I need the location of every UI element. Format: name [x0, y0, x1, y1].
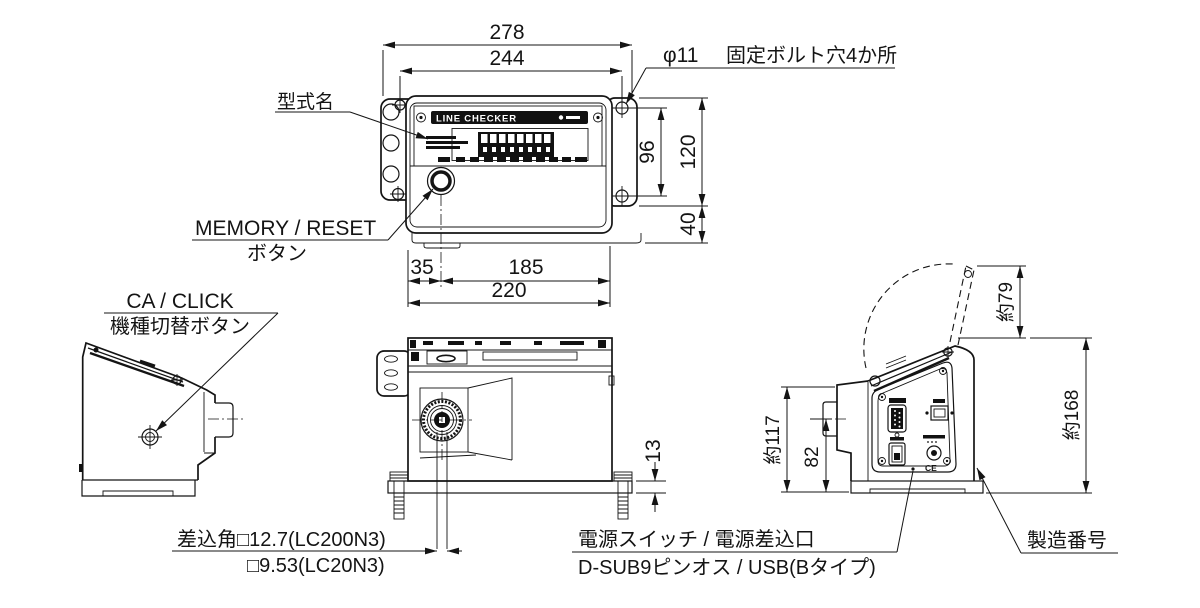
square-drive-callout: 差込角□12.7(LC200N3) □9.53(LC20N3) [172, 432, 462, 577]
dim-base-height: 13 [636, 439, 666, 512]
left-side-view: CA / CLICK 機種切替ボタン [79, 290, 279, 497]
drive-size-line1-text: 差込角□12.7(LC200N3) [177, 528, 386, 551]
memory-reset-button [426, 166, 456, 196]
dim-bolt-span-height: 96 [632, 107, 667, 197]
dim-back-height: 約117 [762, 386, 849, 493]
mounting-bolt-right [613, 471, 633, 520]
usb-b-port [925, 399, 954, 421]
dim-cover-open: 約79 [958, 265, 1026, 339]
open-cover-dashed [949, 265, 975, 346]
dim-96-text: 96 [636, 140, 659, 163]
bolt-hole-bottom-right [612, 186, 632, 206]
dim-244-text: 244 [489, 47, 524, 70]
bolt-dia-text: φ11 [663, 44, 698, 67]
dim-82-text: 82 [802, 446, 823, 467]
ce-mark-text: CE [925, 463, 937, 473]
memory-reset-text: MEMORY / RESET [195, 217, 376, 240]
cover-screw-icon [942, 346, 954, 358]
ca-click-callout: CA / CLICK 機種切替ボタン [104, 290, 279, 432]
dim-boss-height: 82 [802, 418, 832, 492]
right-side-view: CE 約79 約168 約117 82 電源スイッチ / 電源差 [572, 263, 1118, 579]
dim-278-text: 278 [489, 21, 524, 44]
power-connector-callout: 電源スイッチ / 電源差込口 D-SUB9ピンオス / USB(Bタイプ) [572, 470, 914, 579]
dim-plate-height: 120 [639, 97, 708, 207]
connector-label-text: D-SUB9ピンオス / USB(Bタイプ) [578, 556, 876, 579]
dim-plate-offset: 40 [645, 206, 708, 244]
panel-corner-screw-icon [878, 367, 951, 465]
dim-overall-width: 278 [382, 21, 633, 96]
drive-size-line2-text: □9.53(LC20N3) [247, 555, 385, 577]
maker-logo-icon [558, 115, 564, 120]
dim-120-text: 120 [677, 134, 700, 169]
dim-40-text: 40 [677, 212, 700, 235]
top-view: LINE CHECKER [192, 21, 897, 307]
front-left-bracket [376, 350, 412, 397]
ca-click-text: CA / CLICK [126, 290, 233, 313]
power-label-text: 電源スイッチ / 電源差込口 [578, 528, 815, 551]
bolt-hole-callout: φ11 固定ボルト穴4か所 [625, 44, 897, 105]
serial-label-text: 製造番号 [1027, 529, 1107, 552]
front-view: 13 差込角□12.7(LC200N3) □9.53(LC20N3) [172, 337, 666, 577]
front-body [387, 337, 633, 520]
dim-bottom-group: 35 185 220 [407, 246, 611, 307]
dim-117-text: 約117 [762, 415, 784, 464]
dsub9-connector [887, 398, 907, 438]
hinge-screw-icon [171, 374, 183, 386]
power-switch [888, 437, 906, 466]
dim-168-text: 約168 [1061, 390, 1083, 441]
dim-bolt-span-width: 244 [399, 47, 623, 102]
dim-220-text: 220 [491, 279, 526, 302]
panel-screw-icon [416, 112, 603, 123]
connector-panel: CE [871, 361, 957, 473]
dim-35-text: 35 [410, 256, 433, 279]
left-view-outline [79, 341, 245, 497]
model-name-callout: 型式名 [275, 91, 429, 140]
model-name-plate [426, 136, 468, 149]
dim-79-text: 約79 [995, 282, 1017, 322]
brand-logo-text: LINE CHECKER [436, 114, 517, 125]
bolt-note-text: 固定ボルト穴4か所 [726, 44, 897, 67]
key-row [438, 157, 587, 162]
dim-total-height: 約168 [986, 337, 1092, 494]
dim-185-text: 185 [508, 256, 543, 279]
square-drive-socket [412, 392, 472, 460]
dim-13-text: 13 [642, 439, 665, 462]
memory-reset-suffix-text: ボタン [247, 242, 307, 265]
ca-click-button [138, 425, 162, 449]
top-view-body: LINE CHECKER [405, 95, 642, 288]
mounting-bolt-left [389, 471, 409, 520]
mode-switch-text: 機種切替ボタン [110, 315, 250, 338]
dc-jack [923, 435, 945, 461]
leader-anchor-dot [911, 467, 915, 471]
display [451, 128, 589, 161]
memory-reset-callout: MEMORY / RESET ボタン [192, 188, 434, 265]
model-name-text: 型式名 [277, 91, 334, 113]
serial-number-callout: 製造番号 [976, 467, 1118, 554]
bolt-hole-bottom-left [390, 186, 406, 202]
